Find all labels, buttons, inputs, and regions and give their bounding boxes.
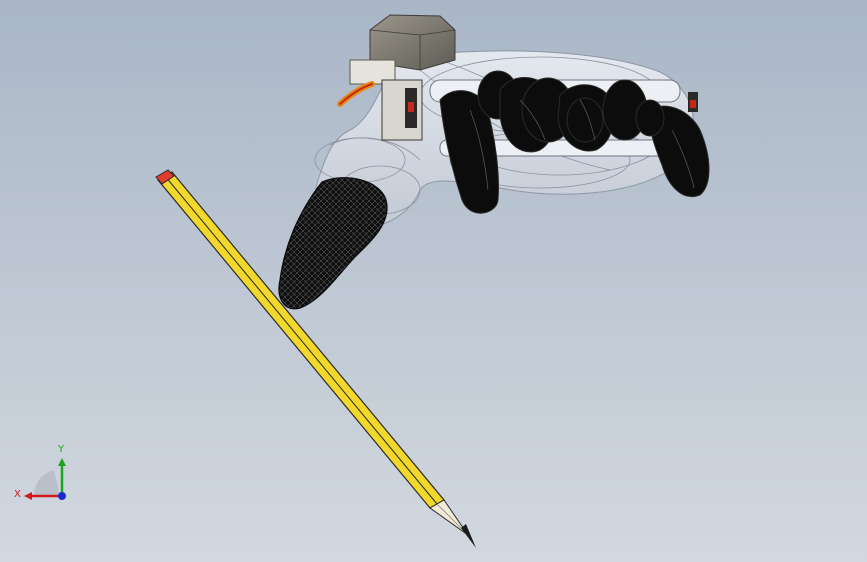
servo-motor[interactable]	[349, 14, 698, 141]
finger-joints	[469, 99, 695, 191]
fingers[interactable]	[439, 70, 710, 214]
y-axis-label: Y	[57, 444, 65, 455]
pencil[interactable]	[155, 169, 476, 548]
orientation-triad[interactable]: X Y	[10, 438, 80, 508]
robotic-hand[interactable]	[278, 14, 710, 310]
finger-pinky	[649, 105, 710, 198]
thumb[interactable]	[278, 177, 388, 310]
z-axis-dot	[58, 492, 66, 500]
x-axis-label: X	[14, 489, 21, 500]
